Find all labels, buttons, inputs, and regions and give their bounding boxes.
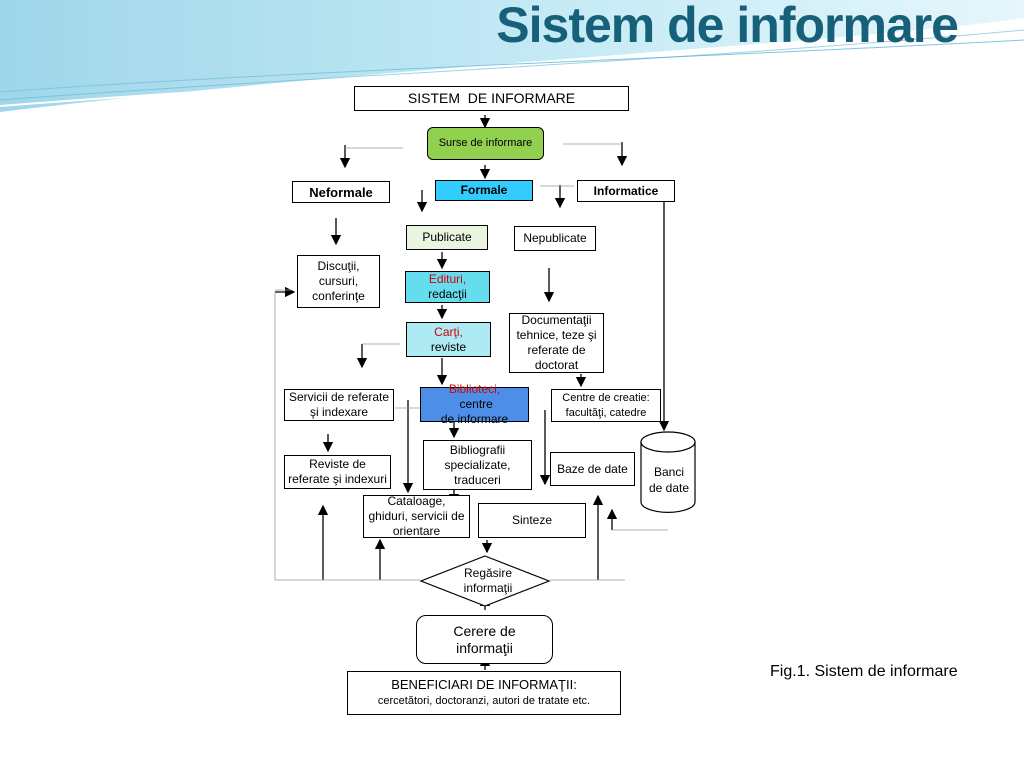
documentatii-box: Documentaţii tehnice, teze şi referate d…	[509, 313, 604, 373]
biblioteci-box: Biblioteci, centre de informare	[420, 382, 529, 426]
carti-box: Carţi, reviste	[406, 322, 491, 357]
regasire-label: Regăsire informaţii	[463, 566, 513, 595]
slide-title: Sistem de informare	[496, 0, 959, 53]
beneficiari-box: BENEFICIARI DE INFORMAŢII: cercetători, …	[347, 671, 621, 715]
sinteze-box: Sinteze	[478, 503, 586, 538]
baze-de-date-box: Baze de date	[550, 452, 635, 486]
header-swoosh	[0, 0, 1024, 112]
discutii-box: Discuţii, cursuri, conferinţe	[297, 255, 380, 308]
banci-de-date-cylinder	[640, 431, 696, 513]
reviste-referate-box: Reviste de referate şi indexuri	[284, 455, 391, 489]
servicii-referate-box: Servicii de referate şi indexare	[284, 389, 394, 421]
neformale-box: Neformale	[292, 181, 390, 203]
banci-de-date-label: Banci de date	[648, 465, 690, 495]
informatice-box: Informatice	[577, 180, 675, 202]
surse-de-informare-box: Surse de informare	[427, 127, 544, 160]
sistem-de-informare-box: SISTEM DE INFORMARE	[354, 86, 629, 111]
regasire-diamond	[419, 555, 551, 607]
centre-creatie-box: Centre de creatie: facultăţi, catedre	[551, 389, 661, 422]
figure-caption: Fig.1. Sistem de informare	[770, 663, 958, 680]
edituri-box: Edituri, redacţii	[405, 271, 490, 303]
cataloage-box: Cataloage, ghiduri, servicii de orientar…	[363, 494, 470, 538]
cerere-informatii-box: Cerere de informaţii	[416, 615, 553, 664]
formale-box: Formale	[435, 180, 533, 201]
nepublicate-box: Nepublicate	[514, 226, 596, 251]
publicate-box: Publicate	[406, 225, 488, 250]
bibliografii-box: Bibliografii specializate, traduceri	[423, 440, 532, 490]
